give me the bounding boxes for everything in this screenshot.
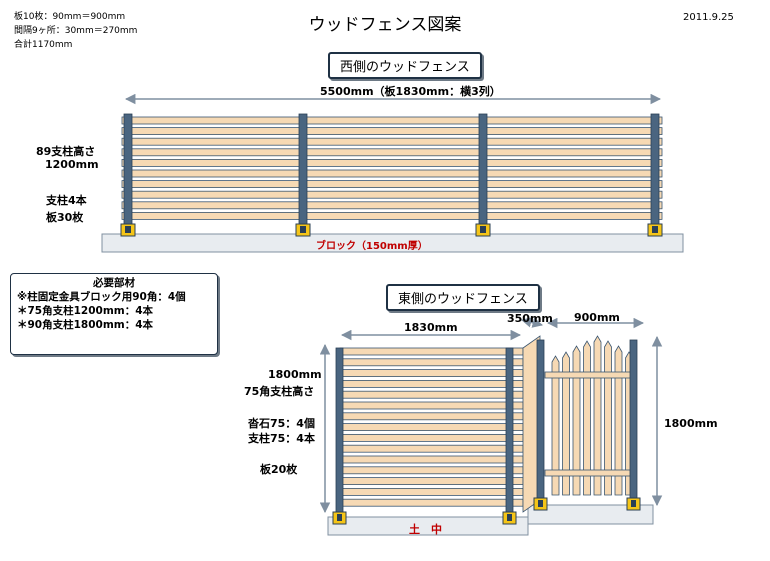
note-line: 間隔9ヶ所：30mm＝270mm (14, 26, 138, 36)
west-width-label: 5500mm（板1830mm：横3列） (320, 85, 501, 98)
east-block-left (327, 516, 529, 536)
west-board (121, 116, 663, 125)
east-height-1: 1800mm (268, 368, 322, 381)
east-gate-label: 900mm (574, 311, 620, 324)
west-board (121, 148, 663, 157)
east-board (339, 455, 524, 464)
east-post (335, 347, 344, 515)
east-board (339, 477, 524, 486)
west-block (101, 233, 684, 253)
page-title: ウッドフェンス図案 (308, 15, 462, 35)
east-stone-count: 沓石75：4個 (248, 417, 315, 430)
east-post-stone-inner (631, 500, 636, 507)
block-label: ブロック（150mm厚） (316, 241, 428, 252)
east-board (339, 444, 524, 453)
date-label: 2011.9.25 (683, 12, 734, 23)
east-post (629, 339, 638, 501)
west-post (298, 113, 308, 227)
parts-item: ＊90角支柱1800mm：4本 (17, 319, 154, 331)
east-fence-label: 東側のウッドフェンス (386, 284, 540, 311)
west-board (121, 190, 663, 199)
east-post-stone-inner (538, 500, 543, 507)
west-board-count: 板30枚 (46, 211, 84, 224)
east-board (339, 390, 524, 399)
east-height-2: 75角支柱高さ (244, 385, 315, 398)
east-post (505, 347, 514, 515)
west-boards (121, 116, 663, 220)
west-post-height-2: 1200mm (45, 158, 99, 171)
gate-rail (544, 469, 634, 477)
east-board (339, 347, 524, 356)
west-post-bracket-inner (125, 226, 131, 233)
east-board (339, 466, 524, 475)
gate-rail (544, 371, 634, 379)
note-line: 板10枚：90mm＝900mm (14, 12, 126, 22)
east-board-count: 板20枚 (260, 463, 298, 476)
east-board (339, 379, 524, 388)
east-pickets (544, 335, 634, 496)
east-board (339, 433, 524, 442)
east-gap-arrow (520, 317, 544, 328)
east-width-label: 1830mm (404, 321, 458, 334)
west-post (650, 113, 660, 227)
parts-heading: 必要部材 (93, 277, 135, 289)
parts-list: 必要部材 ※柱固定金具ブロック用90角：4個 ＊75角支柱1200mm：4本 ＊… (10, 273, 218, 355)
east-height-right: 1800mm (664, 417, 718, 430)
east-post-stone-inner (507, 514, 512, 521)
east-board (339, 358, 524, 367)
east-board (339, 487, 524, 496)
west-board (121, 211, 663, 220)
west-board (121, 180, 663, 189)
east-board (339, 498, 524, 507)
east-board (339, 369, 524, 378)
west-board (121, 169, 663, 178)
east-post-count: 支柱75：4本 (248, 432, 315, 445)
west-post-height-1: 89支柱高さ (36, 145, 96, 158)
west-post (478, 113, 488, 227)
west-posts (120, 113, 663, 237)
west-board (121, 137, 663, 146)
east-block-right (527, 504, 654, 525)
west-post-bracket-inner (300, 226, 306, 233)
west-post (123, 113, 133, 227)
parts-item: ＊75角支柱1200mm：4本 (17, 305, 154, 317)
west-board (121, 127, 663, 135)
east-board (339, 401, 524, 410)
east-post (536, 339, 545, 501)
board-notes: 板10枚：90mm＝900mm 間隔9ヶ所：30mm＝270mm 合計1170m… (14, 10, 137, 52)
note-line: 合計1170mm (14, 40, 73, 50)
west-post-bracket-inner (480, 226, 486, 233)
east-post-stone-inner (337, 514, 342, 521)
west-board (121, 158, 663, 167)
west-board (121, 201, 663, 210)
west-post-count: 支柱4本 (46, 194, 87, 207)
east-board (339, 423, 524, 432)
east-posts (332, 339, 641, 525)
west-post-bracket-inner (652, 226, 658, 233)
west-fence-label: 西側のウッドフェンス (328, 52, 482, 79)
east-gap-label: 350mm (507, 312, 553, 325)
parts-item: ※柱固定金具ブロック用90角：4個 (17, 291, 186, 303)
east-board (339, 412, 524, 421)
ground-label: 土 中 (409, 523, 442, 536)
